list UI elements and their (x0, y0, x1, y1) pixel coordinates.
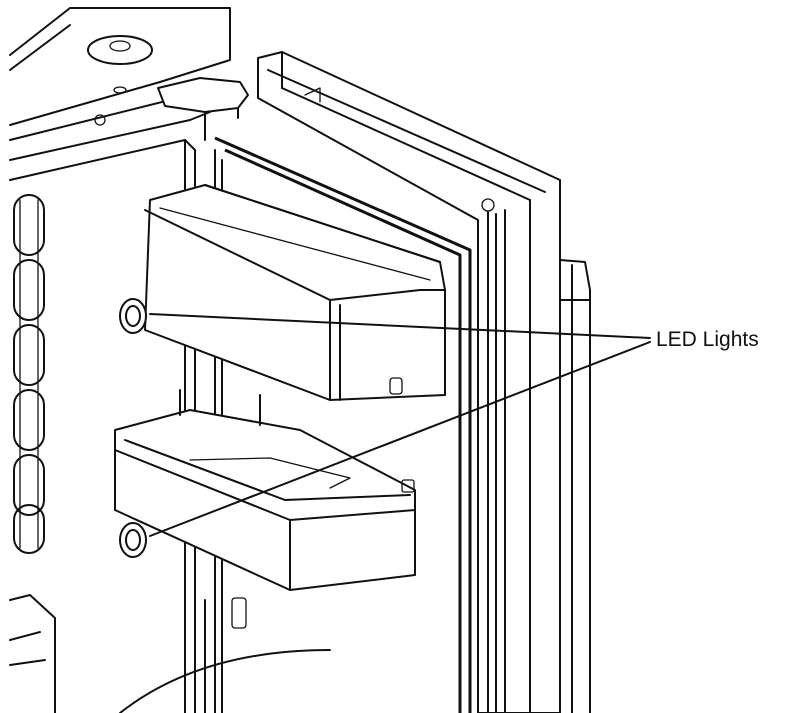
upper-led-light (120, 299, 146, 333)
upper-door-bin (145, 185, 445, 400)
led-lights-label: LED Lights (656, 328, 759, 352)
lower-door-bin (115, 390, 415, 590)
lower-led-light (120, 523, 146, 557)
door-hinge-edge (560, 260, 590, 713)
lower-left-shelf (10, 595, 55, 713)
ventilation-slots (14, 195, 44, 553)
door-hinge (158, 78, 248, 140)
door-lower-panel (120, 598, 330, 713)
